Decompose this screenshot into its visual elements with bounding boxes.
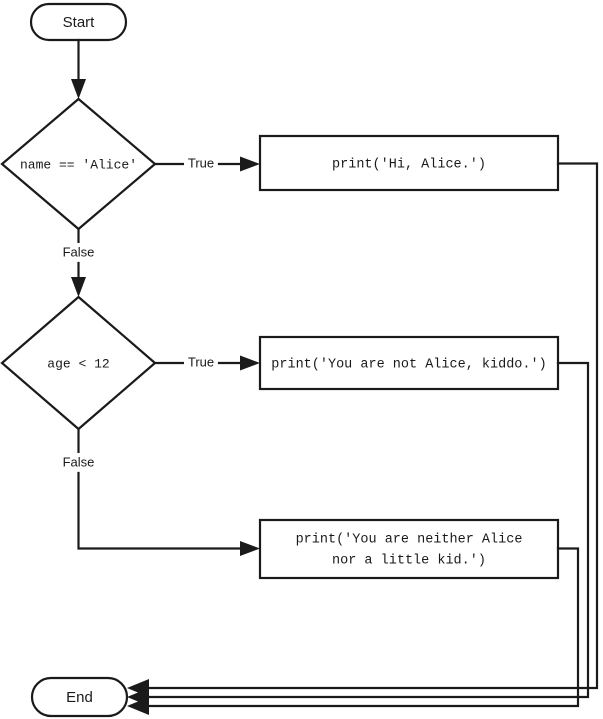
edge-label-backing — [184, 154, 219, 174]
arrowhead-icon — [240, 541, 260, 556]
edge-cond2-true: True — [153, 353, 260, 373]
decision2-label: age < 12 — [47, 356, 109, 371]
process3-label-line2: nor a little kid.') — [332, 554, 486, 569]
edge-label-backing — [58, 453, 100, 473]
process1-label: print('Hi, Alice.') — [332, 158, 486, 173]
process2-box-shape — [258, 335, 560, 391]
edge-cond2-false: False — [58, 427, 260, 556]
edge-print3-to-end — [127, 547, 580, 715]
process3-box-shape — [258, 518, 560, 580]
arrowhead-icon — [240, 156, 260, 172]
start-terminal-label: Start — [63, 14, 96, 31]
edge-cond1-true: True — [153, 154, 260, 174]
edge-print1-to-end — [127, 162, 599, 697]
node-print-neither-alice: print('You are neither Alice nor a littl… — [258, 518, 560, 580]
decision1-label: name == 'Alice' — [20, 157, 137, 172]
edge-polyline — [138, 162, 599, 690]
process2-label: print('You are not Alice, kiddo.') — [271, 358, 546, 373]
node-print-not-alice-kiddo: print('You are not Alice, kiddo.') — [258, 335, 560, 391]
arrowhead-icon — [240, 355, 260, 371]
node-condition-name-alice: name == 'Alice' — [0, 97, 157, 231]
process3-label-line1: print('You are neither Alice — [296, 533, 523, 548]
edge-label-backing — [58, 243, 100, 263]
edge-polyline — [138, 547, 580, 708]
edge-start-to-cond1 — [71, 38, 86, 99]
edge-polyline — [138, 361, 590, 699]
edge-label-cond2-true: True — [188, 354, 214, 369]
edge-cond1-false: False — [58, 227, 100, 297]
node-end: End — [30, 676, 129, 718]
node-start: Start — [29, 2, 128, 42]
edge-label-backing — [184, 353, 219, 373]
arrowhead-icon — [127, 697, 149, 715]
edge-polyline — [77, 471, 250, 550]
node-print-hi-alice: print('Hi, Alice.') — [258, 134, 560, 192]
arrowhead-icon — [71, 79, 86, 99]
end-terminal-shape — [30, 676, 129, 718]
arrowhead-icon — [71, 277, 86, 297]
edge-label-cond1-true: True — [188, 155, 214, 170]
edge-label-cond1-false: False — [63, 244, 95, 259]
end-terminal-label: End — [66, 689, 93, 706]
edge-label-cond2-false: False — [63, 454, 95, 469]
node-condition-age-lt-12: age < 12 — [0, 295, 157, 431]
